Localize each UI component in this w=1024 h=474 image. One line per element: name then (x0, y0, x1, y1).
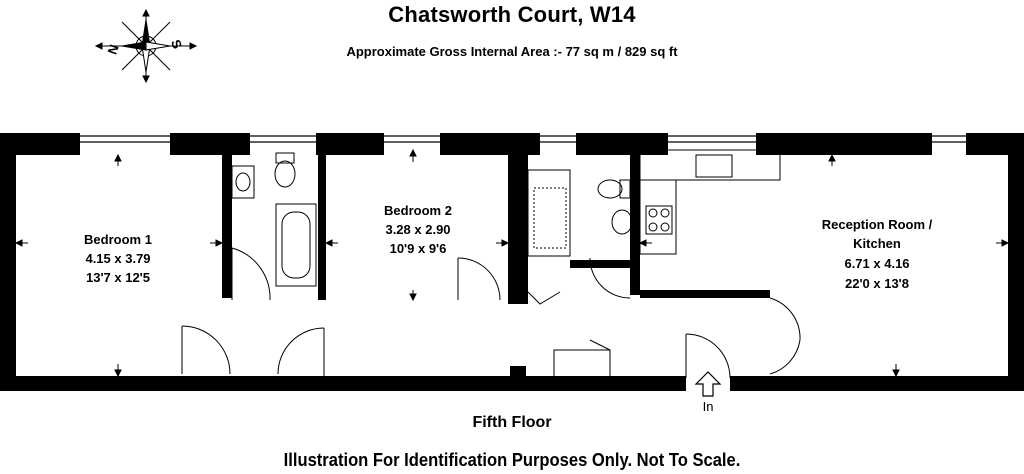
entrance-arrow-icon (694, 371, 722, 397)
area-subtitle: Approximate Gross Internal Area :- 77 sq… (346, 44, 678, 59)
bedroom-1-metric: 4.15 x 3.79 (85, 251, 150, 266)
bedroom-2-label: Bedroom 2 3.28 x 2.90 10'9 x 9'6 (384, 203, 452, 256)
bedroom-1-name: Bedroom 1 (84, 232, 152, 247)
compass-icon (94, 8, 198, 84)
reception-metric: 6.71 x 4.16 (844, 256, 909, 271)
bedroom-1-imperial: 13'7 x 12'5 (86, 270, 150, 285)
kitchen-fixtures (639, 149, 781, 255)
reception-imperial: 22'0 x 13'8 (845, 276, 909, 291)
disclaimer: Illustration For Identification Purposes… (283, 450, 741, 470)
doors (181, 247, 801, 379)
floor-label: Fifth Floor (472, 414, 552, 431)
entrance-label: In (703, 399, 714, 414)
plan-title: Chatsworth Court, W14 (388, 2, 636, 27)
compass-north-label: N (104, 42, 121, 56)
compass-south-label: S (168, 38, 185, 52)
bedroom-2-name: Bedroom 2 (384, 203, 452, 218)
bedroom-1-label: Bedroom 1 4.15 x 3.79 13'7 x 12'5 (84, 232, 152, 285)
reception-name-line2: Kitchen (853, 236, 901, 251)
bedroom-2-imperial: 10'9 x 9'6 (390, 241, 447, 256)
windows (80, 135, 966, 143)
walls (0, 133, 1024, 391)
bedroom-2-metric: 3.28 x 2.90 (385, 222, 450, 237)
reception-name-line1: Reception Room / (822, 217, 933, 232)
reception-room-label: Reception Room / Kitchen 6.71 x 4.16 22'… (822, 217, 933, 291)
dimension-markers (14, 148, 1010, 378)
bathroom-fixtures (231, 152, 633, 287)
